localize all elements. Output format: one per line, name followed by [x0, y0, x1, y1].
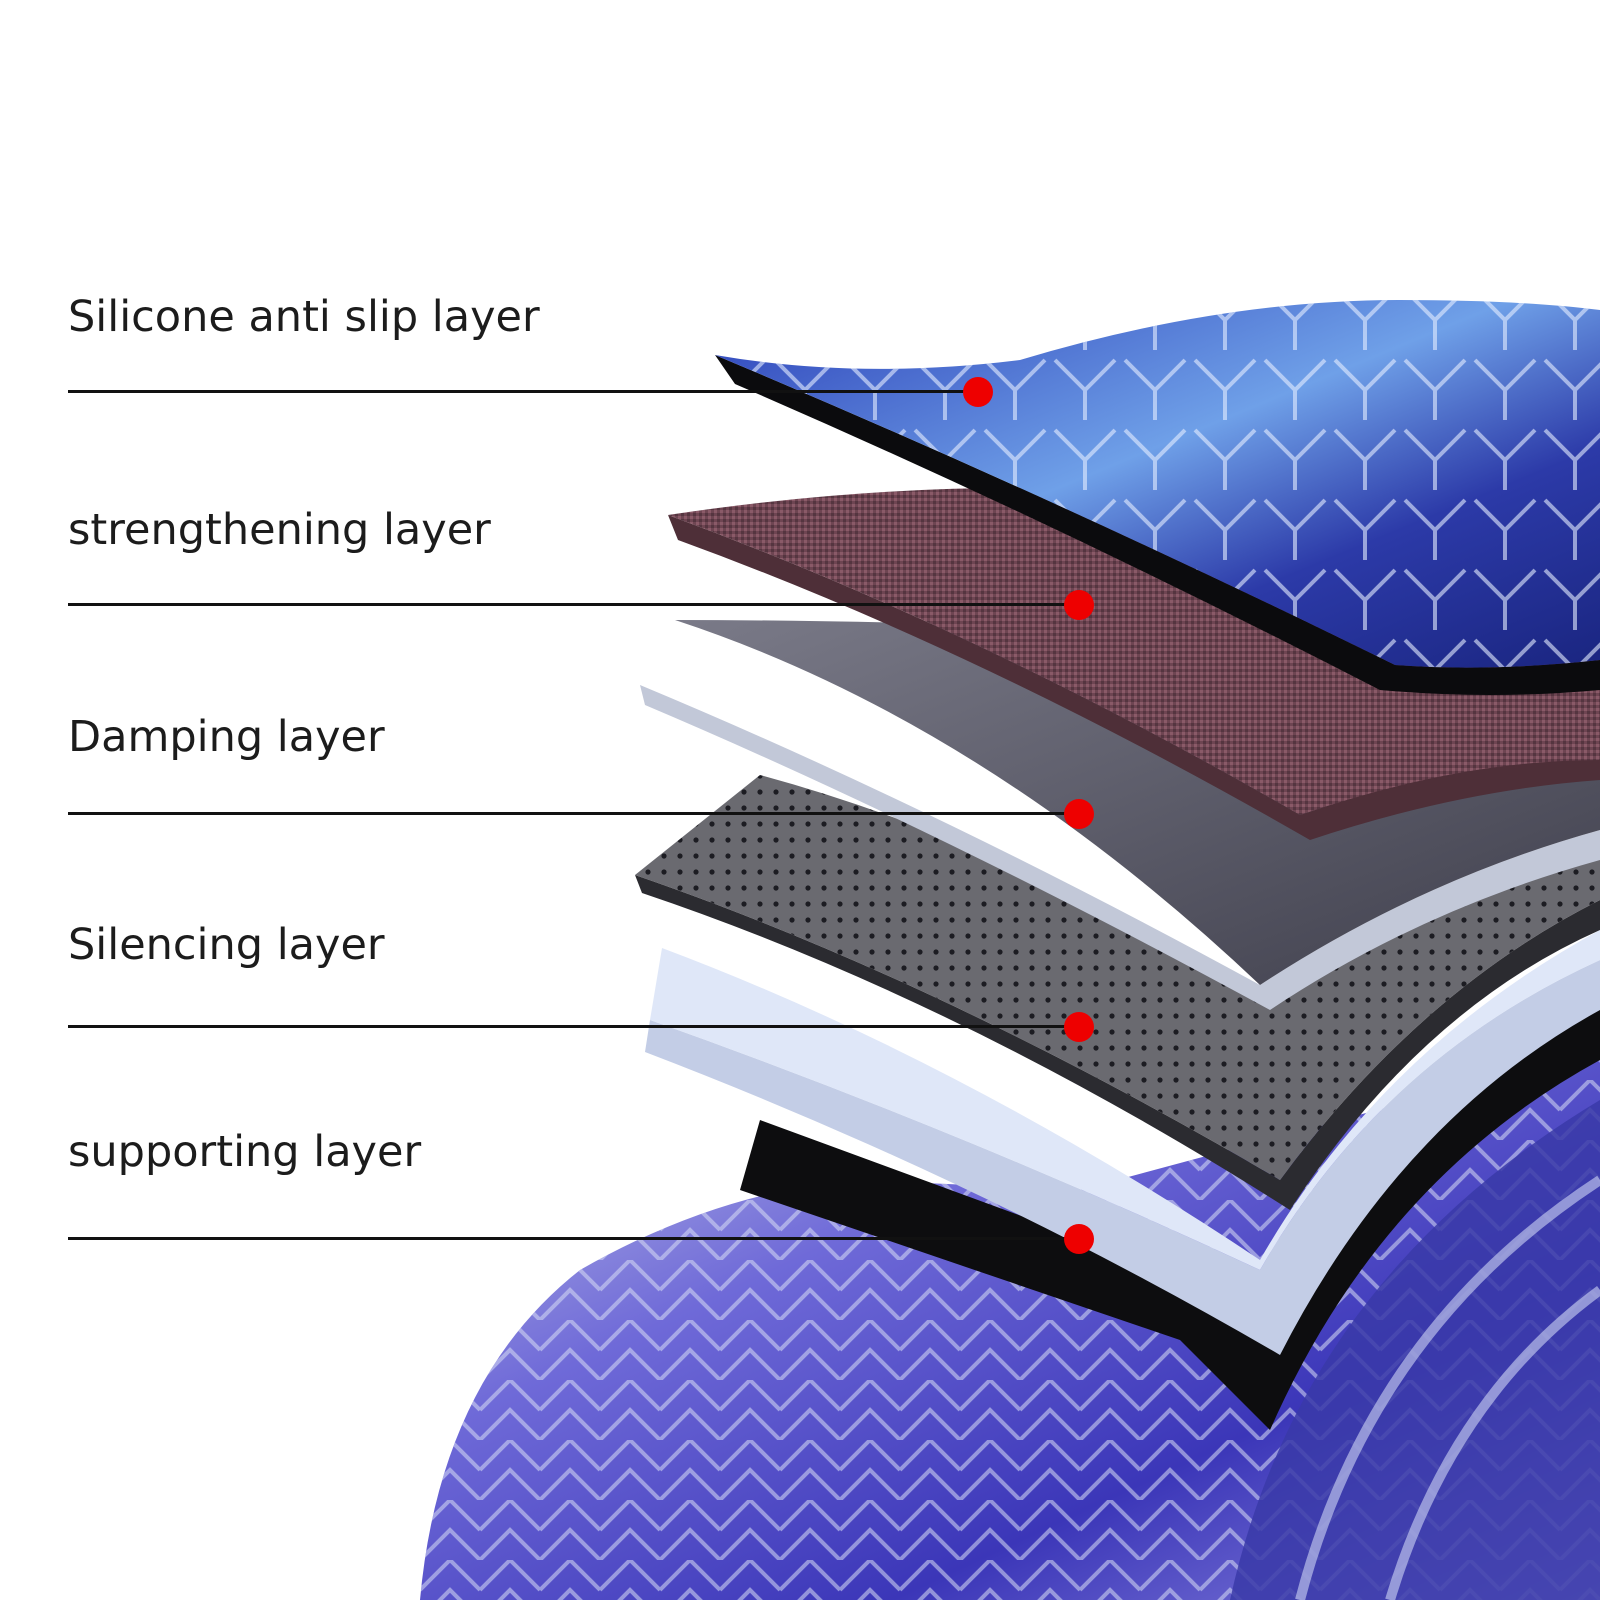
marker-dot-supporting: [1064, 1224, 1094, 1254]
leader-line-silicone: [68, 390, 978, 393]
label-silicone-anti-slip-layer: Silicone anti slip layer: [68, 292, 540, 342]
leader-line-supporting: [68, 1237, 1078, 1240]
label-damping-layer: Damping layer: [68, 712, 385, 762]
leader-line-strengthening: [68, 603, 1078, 606]
supporting-sheet-shape: [645, 930, 1600, 1430]
leader-line-damping: [68, 812, 1078, 815]
marker-dot-silicone: [963, 377, 993, 407]
label-silencing-layer: Silencing layer: [68, 920, 385, 970]
marker-dot-silencing: [1064, 1012, 1094, 1042]
leader-line-silencing: [68, 1025, 1078, 1028]
marker-dot-damping: [1064, 799, 1094, 829]
label-strengthening-layer: strengthening layer: [68, 505, 491, 555]
label-supporting-layer: supporting layer: [68, 1127, 422, 1177]
silencing-mesh-shape: [635, 775, 1600, 1210]
marker-dot-strengthening: [1064, 590, 1094, 620]
